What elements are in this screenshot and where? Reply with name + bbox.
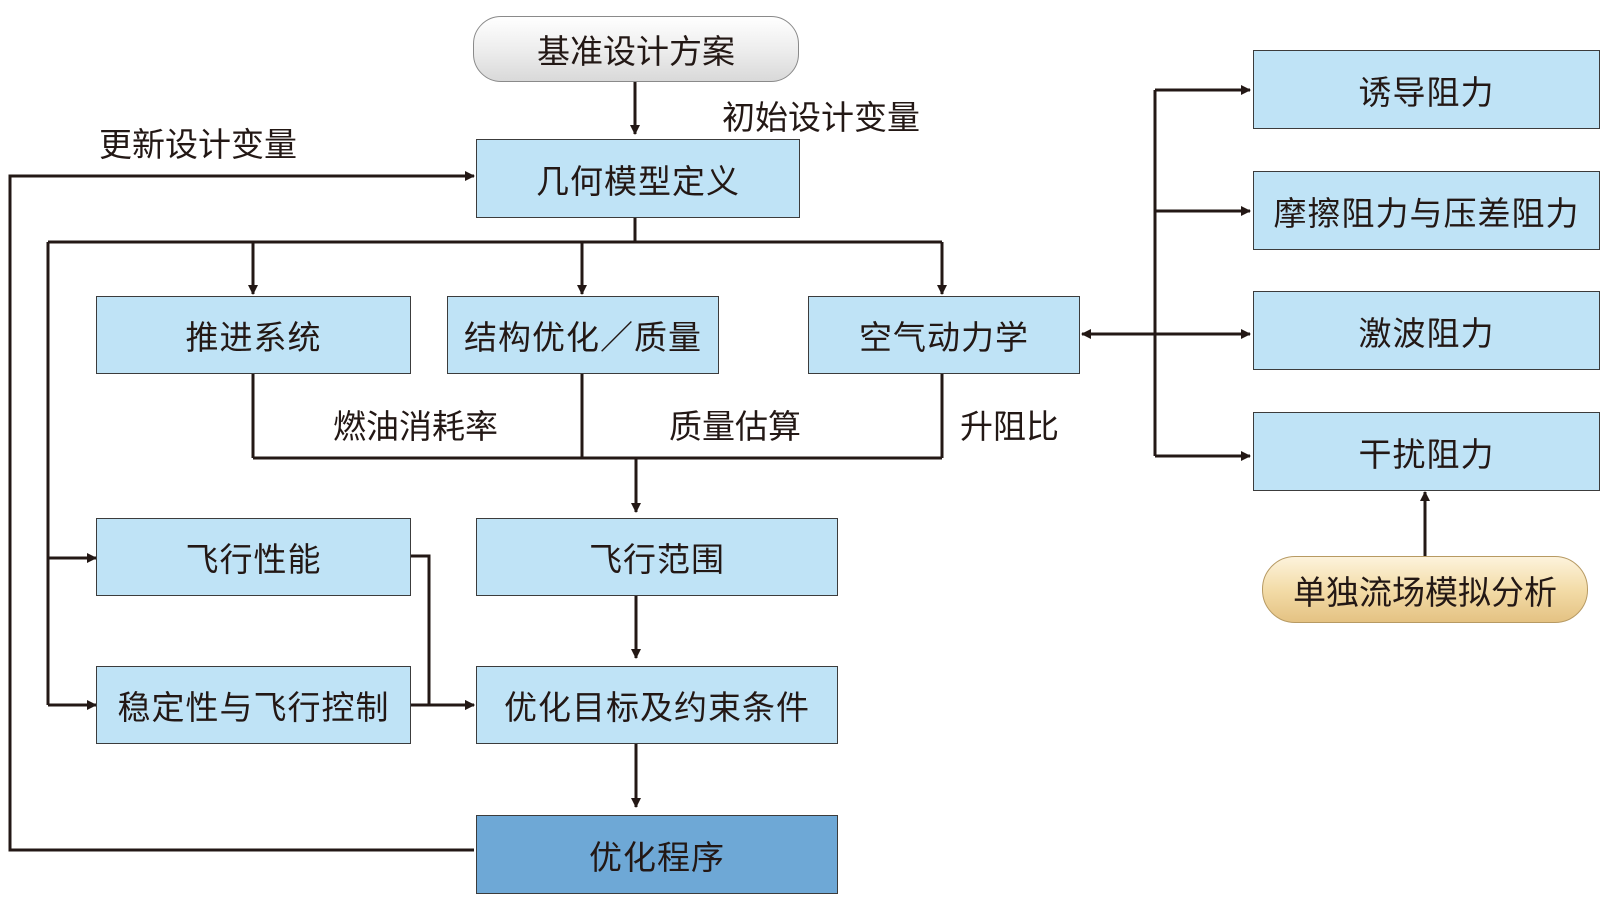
- node-aero: 空气动力学: [808, 296, 1080, 374]
- node-structure: 结构优化／质量: [447, 296, 719, 374]
- node-flowfield: 单独流场模拟分析: [1262, 556, 1588, 623]
- label-fuel-rate: 燃油消耗率: [333, 407, 498, 446]
- node-propulsion: 推进系统: [96, 296, 411, 374]
- node-stability: 稳定性与飞行控制: [96, 666, 411, 744]
- label-initial-vars: 初始设计变量: [722, 98, 920, 137]
- node-performance: 飞行性能: [96, 518, 411, 596]
- node-induced-drag: 诱导阻力: [1253, 50, 1600, 129]
- arrow-performance-objective: [411, 554, 475, 710]
- label-mass-est: 质量估算: [669, 407, 801, 446]
- arrow-feedback: [8, 171, 475, 852]
- node-interference-drag: 干扰阻力: [1253, 412, 1600, 491]
- node-baseline: 基准设计方案: [473, 16, 799, 82]
- node-optimizer: 优化程序: [476, 815, 838, 894]
- node-friction-drag: 摩擦阻力与压差阻力: [1253, 171, 1600, 250]
- node-geometry: 几何模型定义: [476, 139, 800, 218]
- label-update-vars: 更新设计变量: [99, 125, 297, 164]
- node-range: 飞行范围: [476, 518, 838, 596]
- node-objective: 优化目标及约束条件: [476, 666, 838, 744]
- node-wave-drag: 激波阻力: [1253, 291, 1600, 370]
- label-lift-drag: 升阻比: [960, 407, 1059, 446]
